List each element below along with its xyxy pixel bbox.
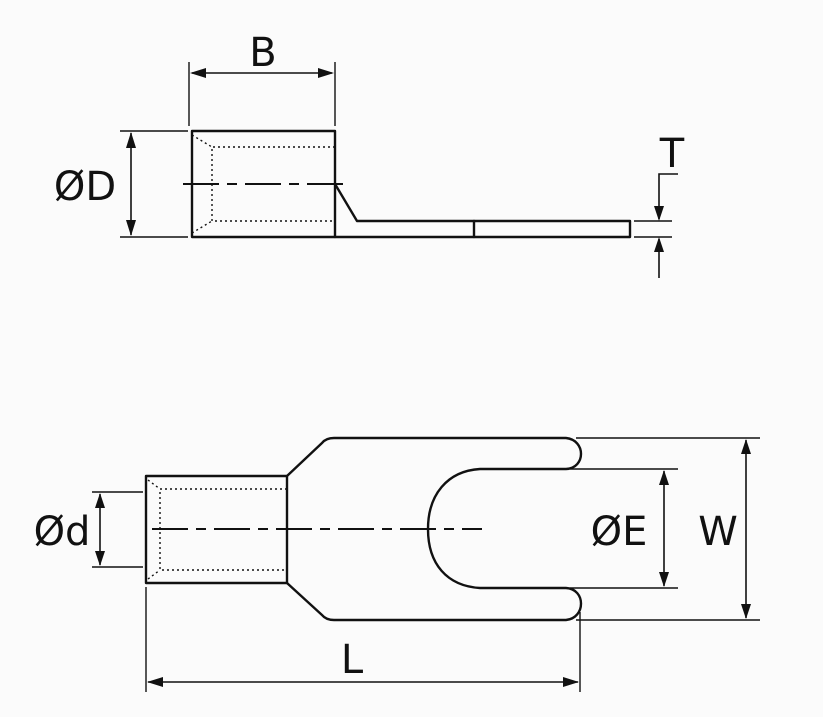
label-w: W: [698, 509, 738, 555]
label-b: B: [249, 30, 276, 76]
side-view: B ØD T: [54, 30, 685, 278]
dim-t-leader-top: [658, 173, 678, 219]
dim-b-arrow-right: [318, 68, 334, 78]
label-l: L: [341, 637, 364, 683]
dim-d-arrow-top: [126, 132, 136, 148]
dim-dd-arrow-bottom: [95, 551, 105, 566]
dim-dd-arrow-top: [95, 493, 105, 508]
side-tongue-outline: [333, 182, 632, 239]
label-e-diameter: ØE: [591, 509, 648, 555]
dim-l-arrow-right: [563, 677, 579, 687]
top-bore-hidden: [159, 488, 287, 571]
side-bore-chamfer-bottom: [191, 220, 213, 234]
label-d-small-diameter: Ød: [34, 509, 91, 555]
side-bore-chamfer-top: [191, 134, 213, 148]
label-t: T: [659, 131, 685, 177]
dim-d-arrow-bottom: [126, 220, 136, 236]
dim-l-arrow-left: [147, 677, 163, 687]
label-d-diameter: ØD: [54, 164, 116, 210]
top-bore-chamfer-top: [147, 479, 161, 490]
top-view: Ød ØE W L: [34, 436, 760, 692]
dim-t-arrow-bottom: [654, 237, 664, 252]
dim-w-arrow-top: [741, 439, 751, 454]
dim-t-arrow-top: [654, 206, 664, 221]
dim-e-arrow-bottom: [659, 572, 669, 587]
dim-e-arrow-top: [659, 470, 669, 485]
dim-b-arrow-left: [190, 68, 206, 78]
dim-w-arrow-bottom: [741, 604, 751, 619]
top-bore-chamfer-bottom: [147, 569, 161, 580]
